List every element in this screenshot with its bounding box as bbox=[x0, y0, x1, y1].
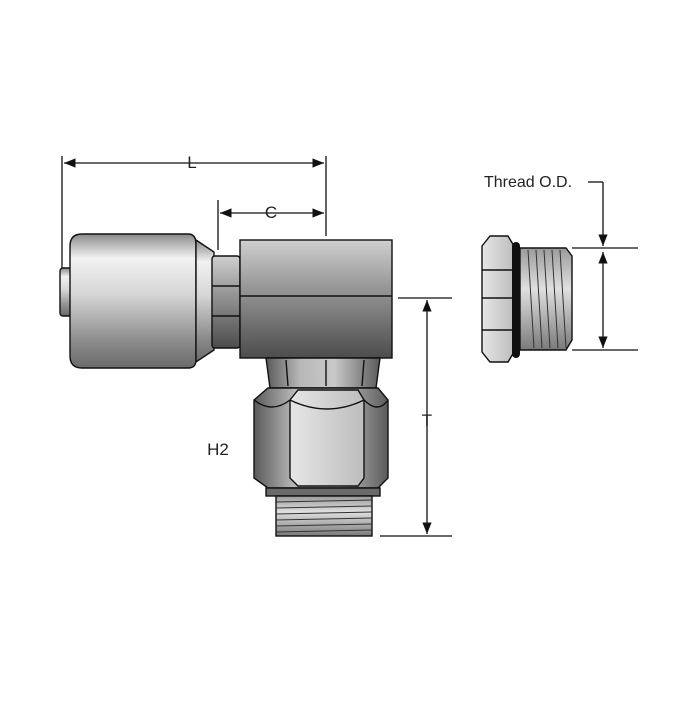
crimp-sleeve bbox=[69, 233, 197, 369]
dim-label-t: T bbox=[422, 411, 432, 430]
dimension-lines bbox=[61, 156, 638, 537]
dim-label-c: C bbox=[265, 203, 277, 222]
port-end-view bbox=[481, 235, 573, 363]
port-thread bbox=[519, 247, 573, 351]
sleeve-neck bbox=[195, 238, 215, 364]
dim-label-thread-od: Thread O.D. bbox=[484, 174, 572, 191]
port-o-ring bbox=[512, 242, 520, 358]
lower-thread bbox=[275, 495, 373, 537]
dim-label-h2: H2 bbox=[207, 440, 229, 459]
elbow-body bbox=[239, 239, 393, 359]
lower-washer bbox=[265, 487, 381, 497]
collar-hex bbox=[211, 255, 241, 349]
hose-fitting bbox=[59, 233, 393, 537]
port-hex bbox=[481, 235, 515, 363]
dim-label-l: L bbox=[187, 153, 196, 172]
